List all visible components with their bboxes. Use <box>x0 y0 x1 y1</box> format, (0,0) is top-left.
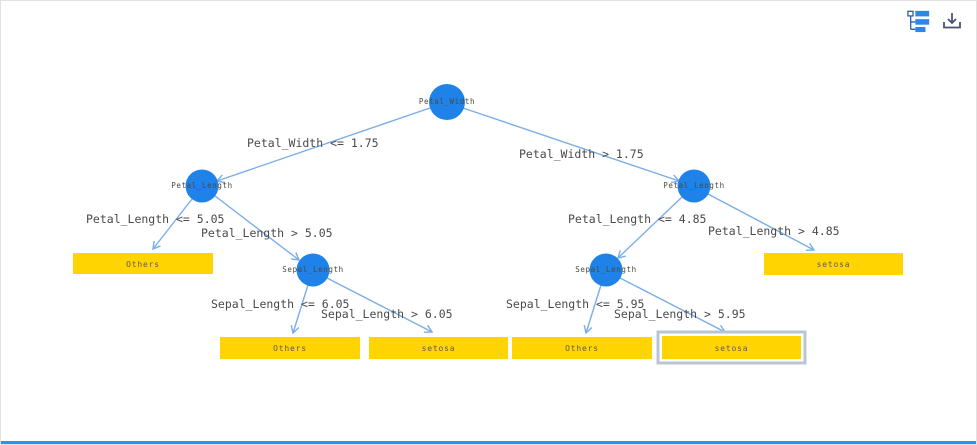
tree-edge <box>152 198 193 251</box>
tree-structure-icon <box>907 9 931 36</box>
node-label: Sepal_Length <box>282 265 344 274</box>
tree-edge <box>583 284 602 335</box>
tree-view-button[interactable] <box>907 10 931 34</box>
leaf-label: Others <box>273 344 307 353</box>
edge-condition-label: Petal_Length > 4.85 <box>708 224 840 238</box>
leaf-node[interactable] <box>764 253 903 275</box>
node-label: Petal_Length <box>171 181 233 190</box>
edge-condition-label: Sepal_Length > 6.05 <box>321 307 453 321</box>
selected-leaf-outline <box>656 330 807 365</box>
bottom-accent-bar <box>1 441 976 444</box>
leaf-node[interactable] <box>73 253 213 274</box>
edge-condition-label: Petal_Length <= 4.85 <box>568 212 707 226</box>
decision-node-left[interactable] <box>185 169 219 203</box>
tree-edge <box>326 277 434 334</box>
leaf-label: setosa <box>421 344 456 353</box>
node-label: Petal_Length <box>663 181 725 190</box>
edge-condition-label: Sepal_Length <= 5.95 <box>506 297 645 311</box>
download-button[interactable] <box>940 10 964 34</box>
edge-condition-label: Petal_Width <= 1.75 <box>247 136 379 150</box>
leaf-label: Others <box>565 344 599 353</box>
edge-condition-label: Petal_Length > 5.05 <box>201 226 333 240</box>
tree-edge <box>215 107 431 184</box>
node-label: Petal_Width <box>418 97 476 106</box>
edge-condition-label: Sepal_Length <= 6.05 <box>211 297 350 311</box>
decision-node-root[interactable] <box>429 84 465 120</box>
toolbar <box>907 10 964 34</box>
leaf-label: setosa <box>816 260 851 269</box>
decision-node-right[interactable] <box>677 169 711 203</box>
leaf-label: Others <box>126 260 160 269</box>
tree-edge <box>462 107 681 184</box>
leaf-node-selected[interactable] <box>662 336 801 359</box>
tree-edge <box>616 196 683 259</box>
leaf-node[interactable] <box>512 337 652 359</box>
edge-condition-label: Petal_Width > 1.75 <box>519 147 644 161</box>
decision-node-right-left[interactable] <box>589 253 623 287</box>
tree-edge <box>290 284 309 335</box>
tree-edge <box>707 193 816 251</box>
leaf-node[interactable] <box>369 337 508 359</box>
download-icon <box>940 9 964 36</box>
leaf-node[interactable] <box>220 337 360 359</box>
edge-condition-label: Petal_Length <= 5.05 <box>86 212 225 226</box>
node-label: Sepal_Length <box>575 265 637 274</box>
decision-node-left-right[interactable] <box>296 253 330 287</box>
tree-edge <box>214 195 301 261</box>
leaf-label: setosa <box>714 344 749 353</box>
edge-condition-label: Sepal_Length > 5.95 <box>614 307 746 321</box>
tree-edge <box>619 277 727 334</box>
